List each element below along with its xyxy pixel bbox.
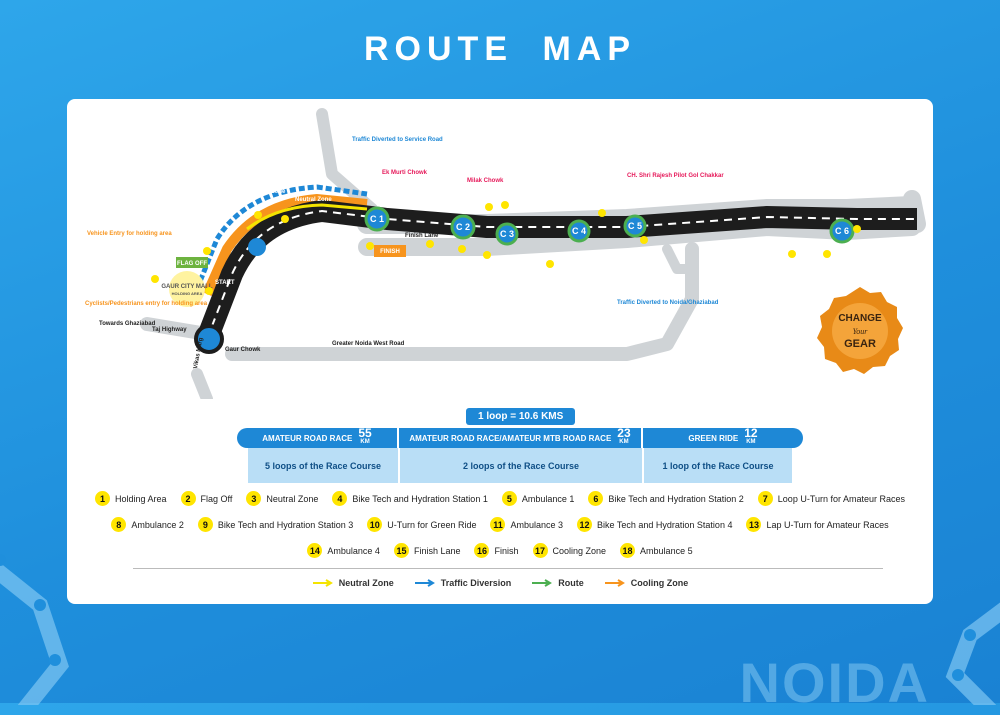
label-start: START [215, 280, 235, 286]
label-towards-ghaziabad: Towards Ghaziabad [99, 321, 156, 327]
checkpoints: C 1 C 2 C 3 C 4 C 5 C 6 [364, 206, 855, 246]
finish-label: FINISH [380, 249, 400, 255]
arrow-icon [312, 579, 333, 587]
roundabout-gaur-chowk [194, 324, 224, 354]
loop-info: 1 loop = 10.6 KMS [466, 408, 576, 425]
checkpoint-c2: C 2 [456, 222, 470, 232]
key-route: Route [531, 578, 584, 588]
route-map: GAUR CITY MALL HOLDING AREA FLAG OFF FIN… [85, 108, 926, 399]
checkpoint-c4: C 4 [572, 226, 586, 236]
race-header-2: AMATEUR ROAD RACE/AMATEUR MTB ROAD RACE … [399, 427, 641, 448]
chain-decoration-left [0, 554, 69, 705]
gaur-city-mall-label: GAUR CITY MALL [161, 284, 213, 290]
label-gn-west-road: Greater Noida West Road [332, 341, 405, 347]
chain-decoration-right [945, 602, 1000, 705]
holding-area-label: HOLDING AREA [172, 291, 203, 296]
diversion-path [194, 184, 368, 290]
brand-watermark: NOIDA [739, 651, 930, 714]
color-key: Neutral Zone Traffic Diversion Route Coo… [67, 578, 933, 588]
label-traffic-service-road: Traffic Diverted to Service Road [352, 137, 443, 143]
route-card: GAUR CITY MALL HOLDING AREA FLAG OFF FIN… [67, 99, 933, 604]
label-gaur-chowk: Gaur Chowk [225, 347, 261, 353]
arrow-icon [414, 579, 435, 587]
label-ek-murti-chowk: Ek Murti Chowk [382, 170, 428, 176]
holding-area-marker [169, 271, 205, 307]
arrow-icon [604, 579, 625, 587]
checkpoint-c1: C 1 [370, 214, 384, 224]
arrow-icon [532, 579, 553, 587]
label-finish-lane: Finish Lane [405, 233, 439, 239]
legend-divider [133, 568, 883, 569]
neutral-zone-path [246, 203, 368, 231]
key-traffic-diversion: Traffic Diversion [414, 578, 511, 588]
race-loops-1: 5 loops of the Race Course [248, 448, 398, 483]
label-traffic-noida: Traffic Diverted to Noida/Ghaziabad [617, 300, 719, 306]
badge-line3: GEAR [844, 338, 876, 350]
page-title: ROUTE MAP [364, 30, 636, 68]
race-loops-2: 2 loops of the Race Course [400, 448, 642, 483]
map-number-markers [151, 201, 861, 295]
flag-off-label: FLAG OFF [177, 261, 207, 267]
label-rajesh-pilot: CH. Shri Rajesh Pilot Gol Chakkar [627, 173, 724, 179]
label-vehicle-entry: Vehicle Entry for holding area [87, 231, 172, 237]
checkpoint-c6: C 6 [835, 226, 849, 236]
label-cooling-zone: Cooling Zone [247, 189, 286, 195]
checkpoint-c5: C 5 [628, 221, 642, 231]
key-cooling-zone: Cooling Zone [604, 578, 688, 588]
label-vikas-marg: Vikas Marg [193, 337, 204, 369]
label-cyclists-entry: Cyclists/Pedestrians entry for holding a… [85, 301, 208, 307]
roundabout-marker [248, 238, 266, 256]
key-neutral-zone: Neutral Zone [312, 578, 394, 588]
change-your-gear-badge: CHANGE Your GEAR [817, 287, 903, 374]
label-taj-highway: Taj Highway [152, 327, 187, 333]
badge-line2: Your [853, 327, 869, 336]
label-neutral-zone: Neutral Zone [295, 197, 332, 203]
label-milak-chowk: Milak Chowk [467, 178, 504, 184]
road-network [140, 108, 926, 399]
badge-line1: CHANGE [838, 313, 882, 324]
cooling-zone-path [202, 193, 368, 297]
race-loops-3: 1 loop of the Race Course [644, 448, 792, 483]
checkpoint-c3: C 3 [500, 229, 514, 239]
